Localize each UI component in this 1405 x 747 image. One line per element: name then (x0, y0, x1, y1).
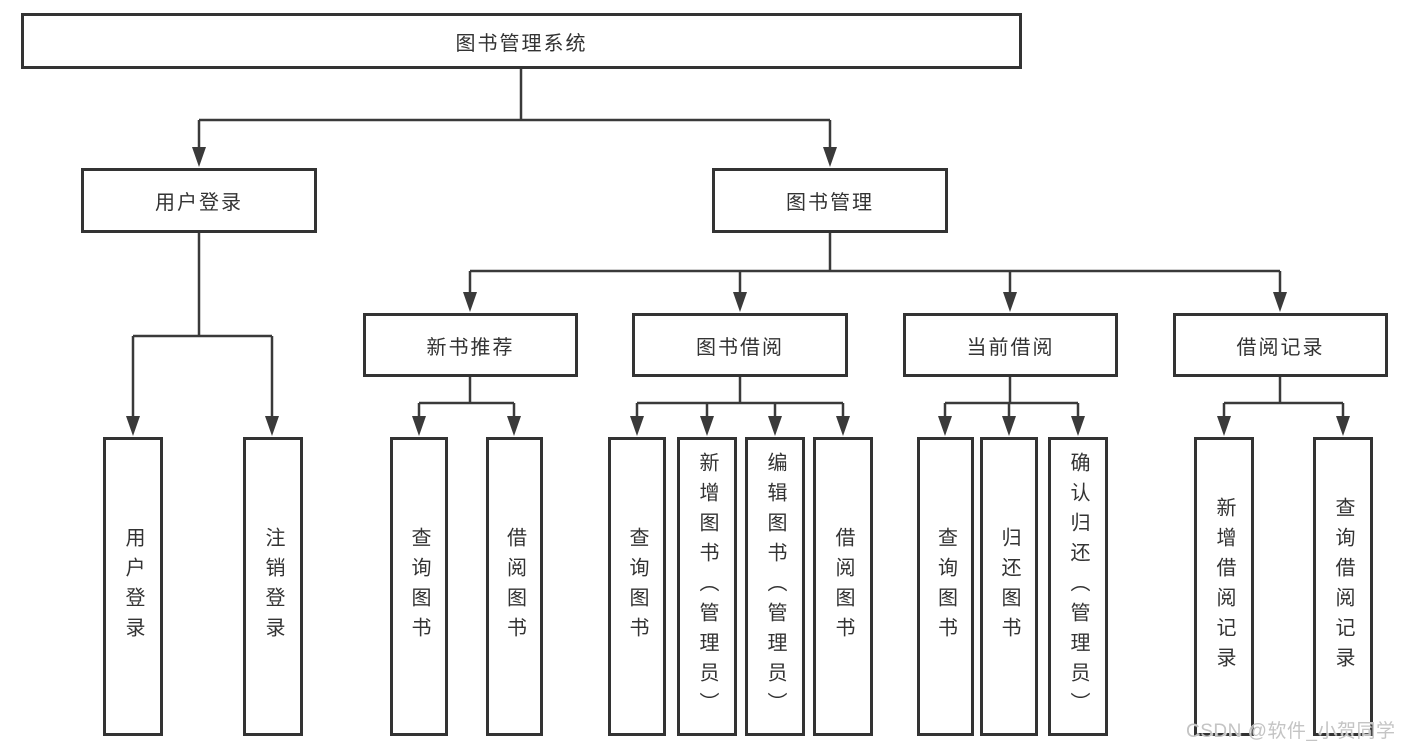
node-book-management: 图书管理 (712, 168, 948, 233)
leaf-newbook-borrow-books: 借阅图书 (486, 437, 543, 736)
leaf-add-borrow-record-label: 新增借阅记录 (1213, 496, 1235, 677)
leaf-add-borrow-record: 新增借阅记录 (1194, 437, 1254, 736)
node-borrowing-records: 借阅记录 (1173, 313, 1388, 377)
node-new-book-recommend-label: 新书推荐 (426, 336, 515, 359)
leaf-logout: 注销登录 (243, 437, 303, 736)
node-current-borrowing: 当前借阅 (903, 313, 1118, 377)
leaf-confirm-return-admin-label: 确认归还（管理员） (1067, 451, 1089, 722)
leaf-return-books-label: 归还图书 (998, 526, 1020, 647)
node-current-borrowing-label: 当前借阅 (966, 336, 1055, 359)
leaf-borrow-query-books-label: 查询图书 (626, 526, 648, 647)
node-book-borrowing-label: 图书借阅 (696, 336, 784, 359)
node-root-label: 图书管理系统 (455, 32, 588, 55)
leaf-current-query-books-label: 查询图书 (934, 526, 957, 647)
leaf-current-query-books: 查询图书 (917, 437, 974, 736)
leaf-return-books: 归还图书 (980, 437, 1038, 736)
leaf-newbook-query-books: 查询图书 (390, 437, 448, 736)
node-user-login-label: 用户登录 (155, 192, 243, 214)
leaf-borrow-books-label: 借阅图书 (832, 526, 854, 647)
node-book-borrowing: 图书借阅 (632, 313, 848, 377)
leaf-newbook-borrow-books-label: 借阅图书 (503, 526, 526, 647)
node-user-login: 用户登录 (81, 168, 317, 233)
leaf-edit-books-admin: 编辑图书（管理员） (745, 437, 805, 736)
leaf-query-borrow-record-label: 查询借阅记录 (1332, 496, 1354, 677)
csdn-watermark: CSDN @软件_小贺同学 (1186, 721, 1396, 742)
leaf-logout-label: 注销登录 (262, 526, 284, 647)
leaf-add-books-admin: 新增图书（管理员） (677, 437, 737, 736)
leaf-newbook-query-books-label: 查询图书 (408, 526, 430, 647)
leaf-user-login: 用户登录 (103, 437, 163, 736)
node-borrowing-records-label: 借阅记录 (1236, 336, 1325, 359)
node-root-system: 图书管理系统 (21, 13, 1022, 69)
leaf-query-borrow-record: 查询借阅记录 (1313, 437, 1373, 736)
leaf-confirm-return-admin: 确认归还（管理员） (1048, 437, 1108, 736)
leaf-edit-books-admin-label: 编辑图书（管理员） (764, 451, 786, 722)
leaf-borrow-books: 借阅图书 (813, 437, 873, 736)
leaf-user-login-label: 用户登录 (122, 526, 144, 647)
node-book-management-label: 图书管理 (786, 192, 874, 214)
leaf-add-books-admin-label: 新增图书（管理员） (696, 451, 718, 722)
node-new-book-recommend: 新书推荐 (363, 313, 578, 377)
leaf-borrow-query-books: 查询图书 (608, 437, 666, 736)
